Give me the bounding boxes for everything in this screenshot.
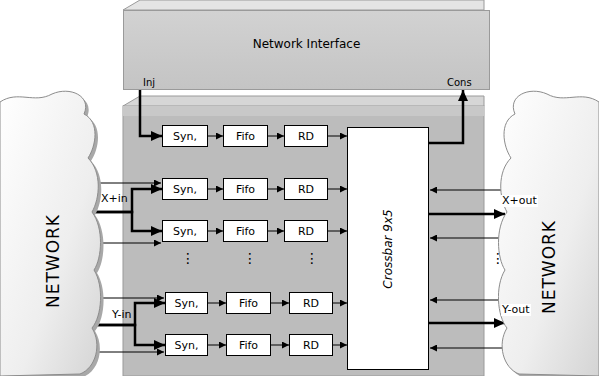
box-label: Syn, — [175, 297, 199, 310]
routing-decision-box: RD — [284, 178, 328, 200]
data-link — [140, 90, 162, 136]
sync-box: Syn, — [165, 334, 208, 356]
crossbar-switch: Crossbar 9x5 — [347, 127, 429, 370]
box-label: RD — [303, 339, 319, 352]
pipeline-arrow — [328, 136, 347, 137]
pipeline-arrow — [271, 303, 289, 304]
port-name: Y-in — [112, 308, 131, 321]
ellipsis-dots: ⋮ — [243, 250, 257, 266]
box-label: RD — [303, 297, 319, 310]
port-name: X+in — [101, 192, 128, 205]
pipeline-arrow — [208, 345, 226, 346]
sync-box: Syn, — [162, 220, 208, 242]
fifo-buffer: Fifo — [223, 178, 268, 200]
pipeline-arrow — [208, 303, 226, 304]
box-label: Syn, — [173, 183, 197, 196]
interface-title: Network Interface — [124, 37, 489, 51]
data-link — [429, 90, 463, 143]
ellipsis-dots: ⋮ — [305, 250, 319, 266]
box-label: Syn, — [173, 225, 197, 238]
pipeline-arrow — [271, 345, 289, 346]
box-label: Fifo — [236, 225, 255, 238]
flow-control-lines — [60, 183, 526, 352]
data-link — [429, 213, 505, 216]
pipeline-arrow — [328, 189, 347, 190]
port-name: Y-out — [501, 304, 531, 316]
box-label: RD — [298, 225, 314, 238]
signal-name: Inj — [143, 77, 155, 89]
sync-box: Syn, — [162, 178, 208, 200]
pipeline-arrow — [268, 231, 284, 232]
box-label: Fifo — [236, 183, 255, 196]
fifo-buffer: Fifo — [226, 292, 271, 314]
box-label: Fifo — [239, 297, 258, 310]
box-label: RD — [298, 130, 314, 143]
pipeline-arrow — [268, 136, 284, 137]
ellipsis-dots: ⋮ — [491, 250, 505, 266]
router-body-face — [123, 106, 484, 376]
box-label: RD — [298, 183, 314, 196]
sync-box: Syn, — [165, 292, 208, 314]
cloud-body — [498, 91, 599, 376]
sync-box: Syn, — [162, 125, 208, 147]
network-label: NETWORK — [43, 214, 63, 308]
cloud-body — [0, 91, 101, 376]
port-name: X+out — [501, 195, 538, 207]
routing-decision-box: RD — [289, 292, 333, 314]
router-body-strip — [123, 106, 484, 116]
network-interface: Network Interface — [123, 10, 490, 90]
fifo-buffer: Fifo — [223, 220, 268, 242]
fifo-buffer: Fifo — [223, 125, 268, 147]
box-label: Syn, — [173, 130, 197, 143]
pipeline-arrow — [208, 231, 223, 232]
signal-name: Cons — [447, 77, 472, 89]
routing-decision-box: RD — [289, 334, 333, 356]
network-label: NETWORK — [539, 220, 559, 314]
pipeline-arrow — [333, 303, 347, 304]
routing-decision-box: RD — [284, 220, 328, 242]
pipeline-arrow — [268, 189, 284, 190]
pipeline-arrow — [208, 136, 223, 137]
pipeline-arrow — [333, 345, 347, 346]
crossbar-label: Crossbar 9x5 — [381, 209, 395, 288]
pipeline-arrow — [208, 189, 223, 190]
router-body-top — [123, 96, 484, 106]
network-cloud: NETWORK — [0, 88, 106, 376]
box-label: Syn, — [175, 339, 199, 352]
interface-top-face — [123, 0, 484, 10]
fifo-buffer: Fifo — [226, 334, 271, 356]
network-cloud: NETWORK — [498, 88, 599, 376]
routing-decision-box: RD — [284, 125, 328, 147]
data-link — [429, 322, 505, 325]
pipeline-arrow — [328, 231, 347, 232]
box-label: Fifo — [239, 339, 258, 352]
box-label: Fifo — [236, 130, 255, 143]
ellipsis-dots: ⋮ — [181, 250, 195, 266]
